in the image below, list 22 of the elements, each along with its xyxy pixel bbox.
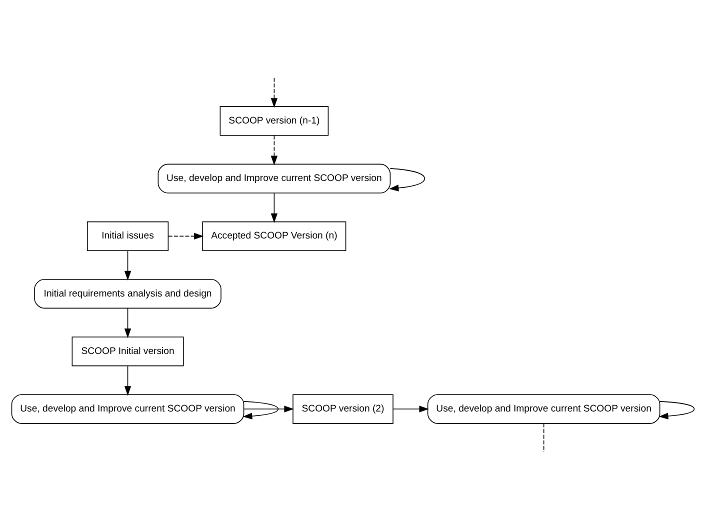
connector xyxy=(543,422,544,452)
node-box: SCOOP version (2) xyxy=(292,394,394,424)
arrow xyxy=(270,134,278,165)
node-box: Initial requirements analysis and design xyxy=(34,278,222,308)
arrow xyxy=(658,400,695,419)
arrow xyxy=(242,400,279,419)
node-box: Use, develop and Improve current SCOOP version xyxy=(11,394,244,424)
arrow xyxy=(124,365,132,396)
node-box: SCOOP Initial version xyxy=(72,336,184,366)
node-box: Accepted SCOOP Version (n) xyxy=(202,220,346,250)
arrow xyxy=(389,168,425,191)
node-box: Initial issues xyxy=(86,220,169,250)
node-box: SCOOP version (n-1) xyxy=(220,106,329,136)
arrow xyxy=(243,405,294,412)
arrow xyxy=(124,308,132,338)
arrow xyxy=(270,192,278,222)
arrow xyxy=(168,232,204,240)
arrow xyxy=(392,405,429,412)
arrow xyxy=(270,77,278,108)
node-box: Use, develop and Improve current SCOOP version xyxy=(158,163,391,193)
arrow xyxy=(124,250,132,280)
node-box: Use, develop and Improve current SCOOP version xyxy=(427,394,660,424)
